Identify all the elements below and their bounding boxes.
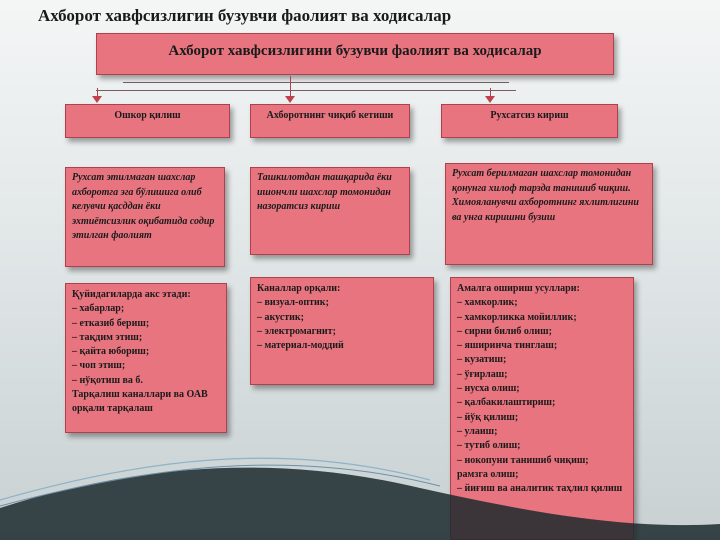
- list-item: – нусха олиш;: [457, 383, 520, 395]
- connector-line-mid: [96, 90, 516, 91]
- list-item: – етказиб бериш;: [72, 317, 150, 329]
- list-item: Тарқалиш каналлари ва ОАВ орқали тарқала…: [72, 389, 208, 415]
- detail-unauthorized-access: Амалга ошириш усуллари: – хамкорлик; – х…: [450, 277, 634, 540]
- list-item: – нокопуни танишиб чиқиш;: [457, 454, 589, 466]
- arrow-down-icon: [92, 96, 102, 103]
- list-item: – материал-моддий: [257, 340, 344, 352]
- list-item: – ўғирлаш;: [457, 368, 508, 380]
- list-item: – қайта юбориш;: [72, 346, 150, 358]
- list-item: – хабарлар;: [72, 303, 125, 315]
- list-item: – акустик;: [257, 311, 305, 323]
- arrow-down-icon: [285, 96, 295, 103]
- detail-leakage: Каналлар орқали: – визуал-оптик; – акуст…: [250, 277, 434, 385]
- description-unauthorized-access: Рухсат берилмаган шахслар томонидан қону…: [445, 163, 653, 265]
- list-item: – чоп этиш;: [72, 360, 126, 372]
- header-leakage: Ахборотнинг чиқиб кетиши: [250, 104, 410, 138]
- detail-title: Каналлар орқали:: [257, 283, 341, 294]
- list-item: – хамкорликка мойиллик;: [457, 311, 577, 323]
- description-disclosure: Рухсат этилмаган шахслар ахборотга эга б…: [65, 167, 225, 267]
- list-item: – электромагнит;: [257, 325, 336, 337]
- list-item: – йиғиш ва аналитик таҳлил қилиш: [457, 483, 623, 495]
- list-item: рамзга олиш;: [457, 468, 519, 480]
- connector-line-top: [123, 82, 509, 83]
- list-item: – йўқ қилиш;: [457, 411, 519, 423]
- connector-stem-right: [490, 88, 491, 96]
- arrow-down-icon: [485, 96, 495, 103]
- detail-disclosure: Қуйидагиларда акс этади: – хабарлар; – е…: [65, 283, 227, 433]
- list-item: – нўқотиш ва б.: [72, 374, 143, 386]
- list-item: – қалбакилаштириш;: [457, 397, 556, 409]
- list-item: – визуал-оптик;: [257, 297, 329, 309]
- connector-stem-left: [97, 88, 98, 96]
- list-item: – сирни билиб олиш;: [457, 325, 552, 337]
- header-unauthorized-access: Рухсатсиз кириш: [441, 104, 618, 138]
- detail-title: Қуйидагиларда акс этади:: [72, 289, 191, 300]
- list-item: – кузатиш;: [457, 354, 507, 366]
- header-disclosure: Ошкор қилиш: [65, 104, 230, 138]
- list-item: – тутиб олиш;: [457, 440, 521, 452]
- list-item: – яширинча тинглаш;: [457, 340, 558, 352]
- connector-stem-center: [290, 76, 291, 96]
- list-item: – тақдим этиш;: [72, 331, 143, 343]
- detail-title: Амалга ошириш усуллари:: [457, 283, 580, 294]
- list-item: – улаиш;: [457, 425, 498, 437]
- list-item: – хамкорлик;: [457, 297, 518, 309]
- description-leakage: Ташкилотдан ташқарида ёки ишончли шахсла…: [250, 167, 410, 255]
- page-title: Ахборот хавфсизлигин бузувчи фаолият ва …: [38, 6, 452, 25]
- root-box: Ахборот хавфсизлигини бузувчи фаолият ва…: [96, 33, 614, 75]
